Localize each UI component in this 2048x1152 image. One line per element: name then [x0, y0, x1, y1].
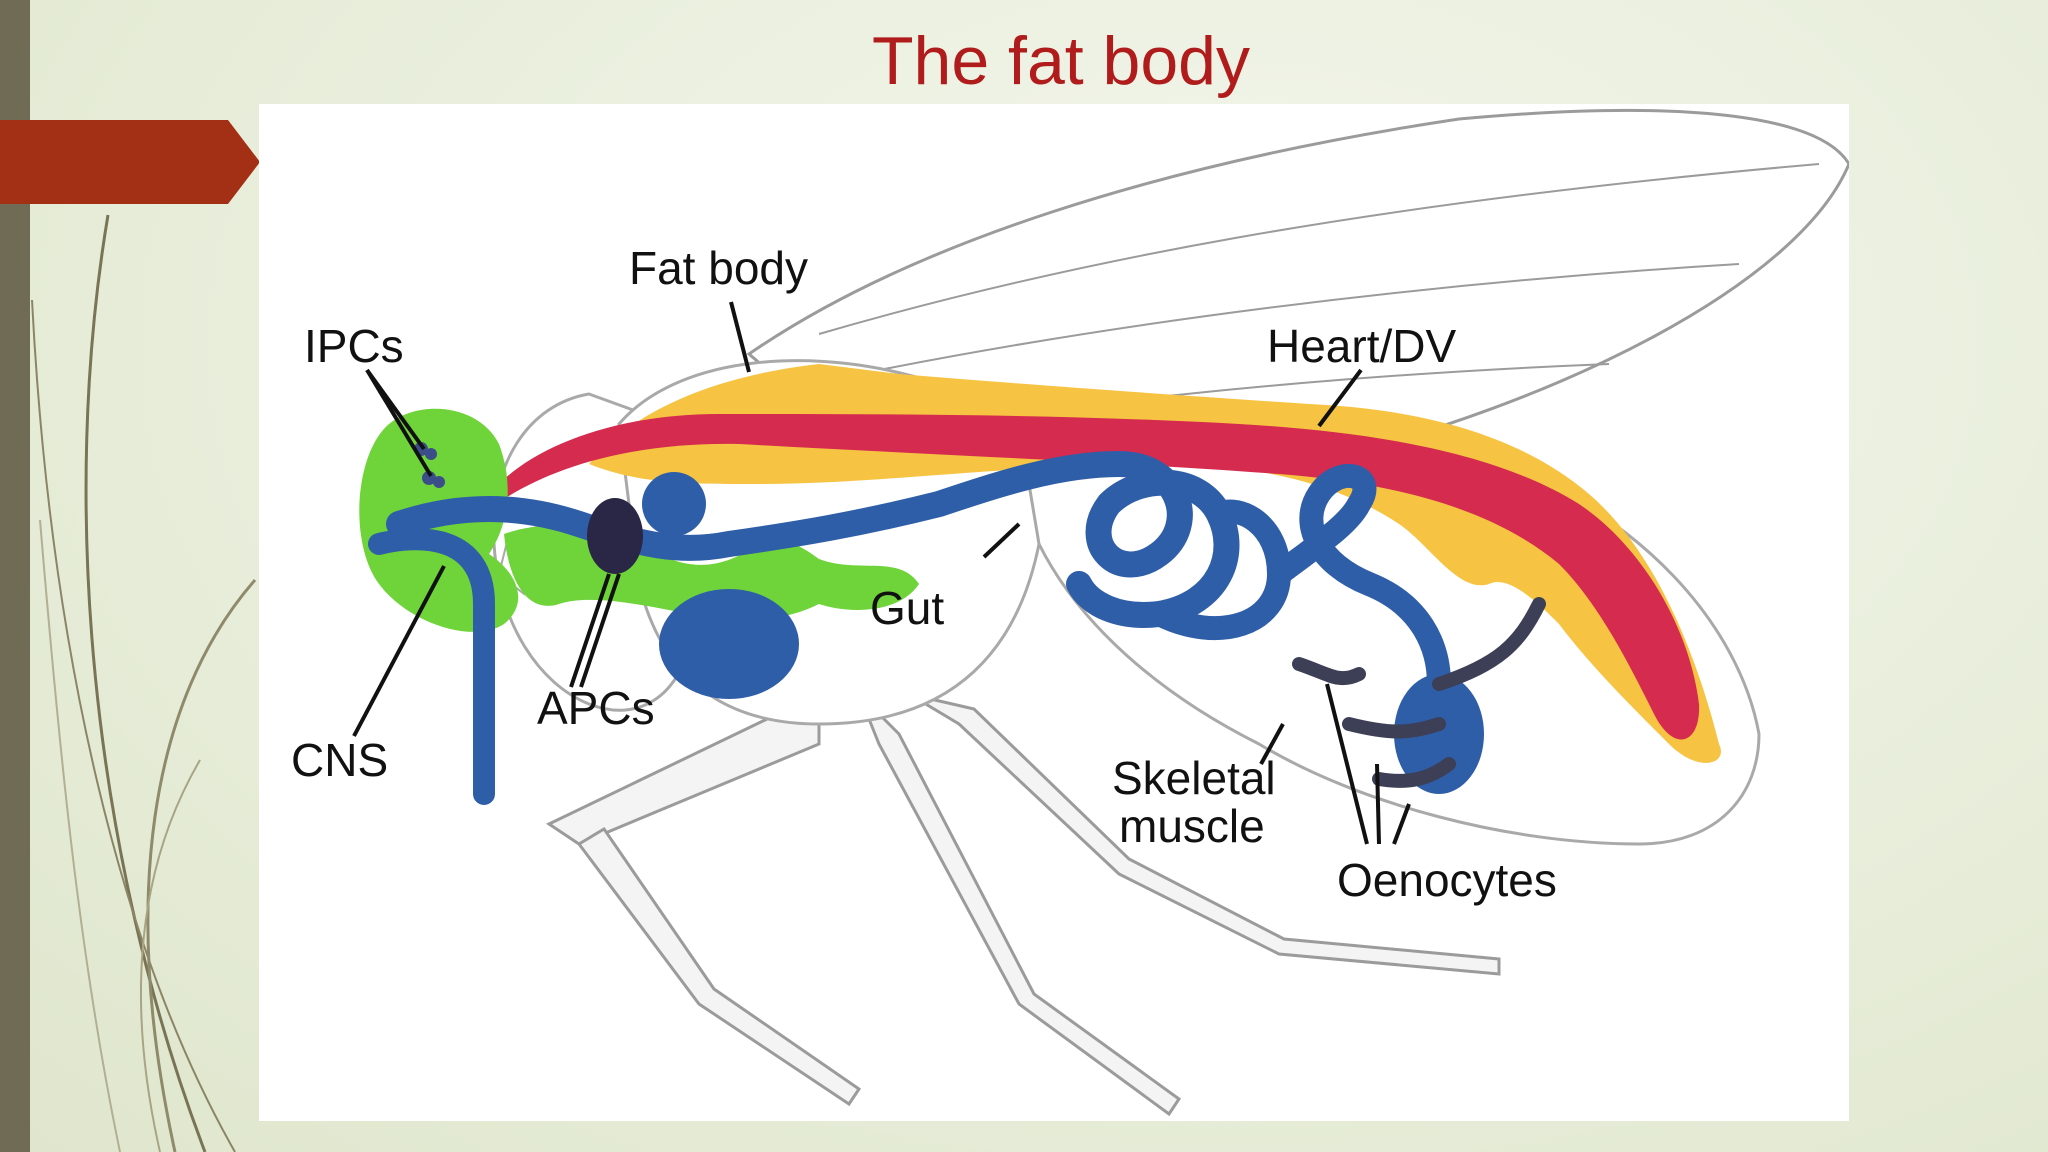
slide-title: The fat body: [871, 23, 1251, 99]
diagram-labels: Fat body IPCs Heart/DV Gut APCs CNS Skel…: [291, 242, 1557, 906]
label-apcs: APCs: [537, 682, 655, 734]
label-gut: Gut: [870, 582, 944, 634]
leader-lines: [352, 301, 1411, 845]
gut-tract: [368, 451, 1451, 805]
legs: [545, 691, 1501, 1117]
label-heart: Heart/DV: [1267, 320, 1456, 372]
hindgut: [1394, 674, 1484, 794]
label-skeletal: Skeletal: [1112, 752, 1276, 804]
label-muscle: muscle: [1119, 800, 1265, 852]
apcs-cluster: [587, 498, 643, 574]
fly-anatomy-diagram: Fat body IPCs Heart/DV Gut APCs CNS Skel…: [291, 108, 1849, 1117]
label-oenocytes: Oenocytes: [1337, 854, 1557, 906]
decorative-curves: [31, 214, 257, 1152]
crop: [659, 589, 799, 699]
heart-dorsal-vessel: [499, 414, 1700, 740]
gut-bulb: [642, 472, 706, 536]
oenocytes-cells: [1292, 597, 1546, 788]
section-marker: [0, 120, 260, 204]
label-cns: CNS: [291, 734, 388, 786]
label-ipcs: IPCs: [304, 320, 404, 372]
diagram-panel: Fat body IPCs Heart/DV Gut APCs CNS Skel…: [259, 104, 1849, 1121]
label-fat-body: Fat body: [629, 242, 808, 294]
